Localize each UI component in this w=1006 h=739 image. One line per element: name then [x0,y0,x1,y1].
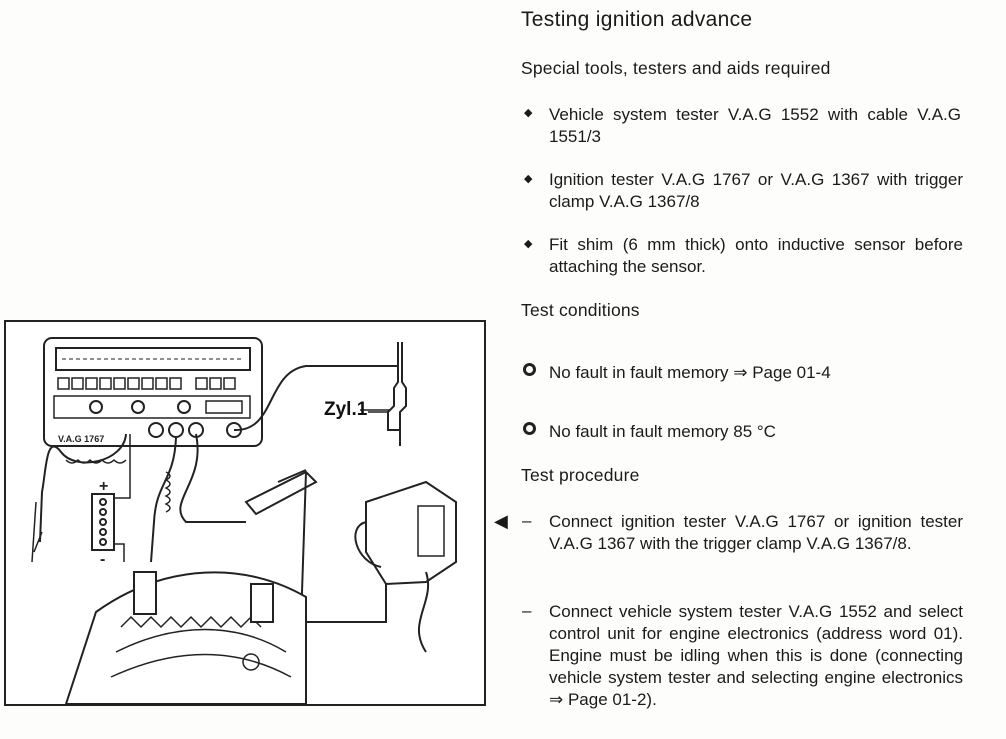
battery-plus-label: + [99,478,108,495]
condition-item-1: No fault in fault memory ⇒ Page 01-4 [549,363,831,382]
tester-label: V.A.G 1767 [58,434,104,444]
tool-item-3: Fit shim (6 mm thick) onto inductive sen… [549,235,963,276]
diamond-bullet-icon: ◆ [524,173,533,185]
diamond-bullet-icon: ◆ [524,107,533,119]
tools-heading: Special tools, testers and aids required [521,58,831,78]
conditions-heading: Test conditions [521,300,640,320]
circle-bullet-icon [523,363,536,376]
battery-block [91,493,115,551]
illustration-drawing: V.A.G 1767 + - [31,337,457,704]
cylinder-label: Zyl.1 [324,399,368,420]
tool-item-1: Vehicle system tester V.A.G 1552 with ca… [549,105,961,146]
circle-bullet-icon [523,422,536,435]
step-dash: – [522,511,532,530]
procedure-step-1: Connect ignition tester V.A.G 1767 or ig… [549,512,963,553]
pointer-arrow-icon: ◀ [494,511,508,531]
battery-minus-label: - [100,551,105,568]
step-dash: – [522,601,532,620]
page-title: Testing ignition advance [521,8,753,31]
ignition-test-illustration: V.A.G 1767 + - Zyl.1 [4,320,486,706]
procedure-step-2: Connect vehicle system tester V.A.G 1552… [549,602,963,709]
trigger-clamp [244,470,318,516]
tool-item-2: Ignition tester V.A.G 1767 or V.A.G 1367… [549,170,963,211]
diamond-bullet-icon: ◆ [524,238,533,250]
spark-plug [387,342,407,431]
ignition-coil [365,480,457,586]
condition-item-2: No fault in fault memory 85 °C [549,422,776,441]
procedure-heading: Test procedure [521,465,640,485]
